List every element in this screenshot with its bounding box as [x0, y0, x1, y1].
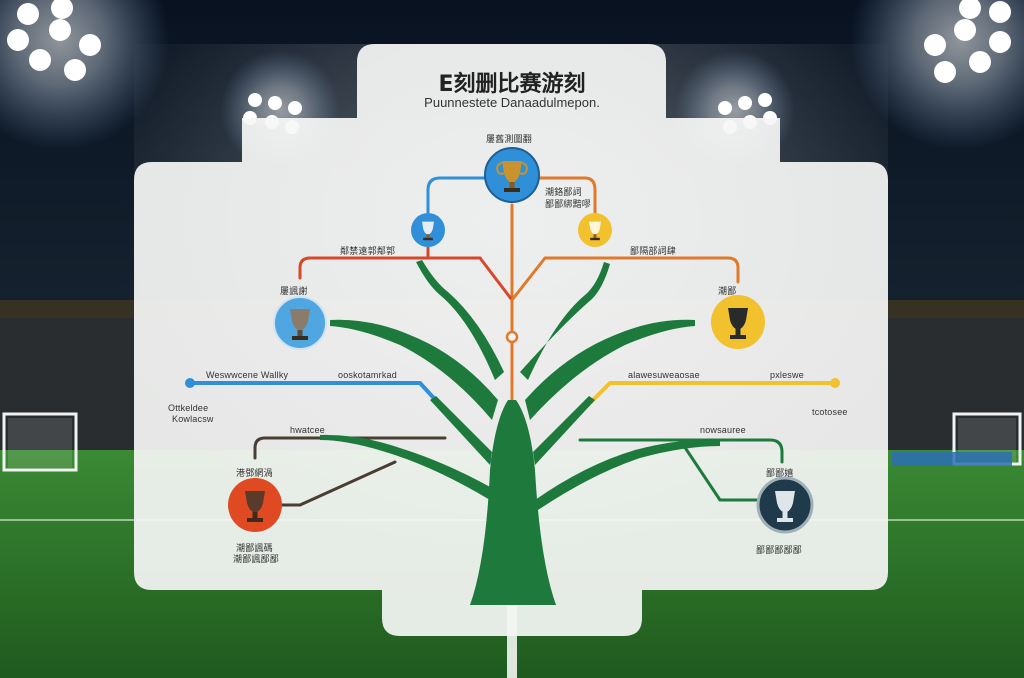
green-right-lower [678, 438, 762, 502]
bottom-right-sub: 鄙鄙鄙鄙鄙 [756, 545, 803, 555]
quarter-right-trophy-node[interactable] [711, 295, 765, 349]
floodlight-bulb [954, 19, 976, 41]
semi-left-trophy-node[interactable] [411, 213, 445, 247]
quarter-left-trophy-node[interactable] [273, 296, 327, 350]
lower-right-branch-label: nowsauree [700, 425, 746, 435]
left-goal [2, 412, 78, 472]
semi-right-label-1: 潮鉻鄙詞 [545, 187, 582, 197]
left-small-label: Ottkeldee [168, 403, 209, 413]
trophy-icon [422, 221, 434, 241]
floodlight-bulb [64, 59, 86, 81]
floodlight-bulb [7, 29, 29, 51]
page-title: E刻删比赛游刻 [438, 72, 586, 97]
semi-right-label-2: 鄙鄙綁黯嘐 [545, 199, 592, 209]
left-small-label-2: Kowlacsw [172, 414, 214, 424]
floodlight-bulb [969, 51, 991, 73]
trophy-icon [589, 221, 601, 241]
right-far-label: pxleswe [770, 370, 804, 380]
bottom-right-title: 鄙鄙嬉 [766, 468, 794, 478]
floodlight-bulb [79, 34, 101, 56]
left-branch-label: 鄰禁遠郭鄰郭 [340, 246, 396, 256]
trophy-icon [775, 491, 795, 522]
bottom-left-trophy-node[interactable] [228, 478, 282, 532]
orange-top-line [538, 176, 597, 217]
floodlight-bulb [959, 0, 981, 19]
trophy-icon [496, 161, 528, 192]
final-label: 屢舊測圖翻 [486, 134, 533, 144]
floodlight-glow-left [0, 0, 170, 150]
quarter-right-label: 潮鄙 [718, 286, 737, 296]
floodlight-bulb [989, 31, 1011, 53]
bottom-left-sub-2: 潮鄙諷鄙鄙 [233, 554, 280, 564]
ad-board [892, 452, 1012, 466]
brown-left-top [253, 436, 447, 460]
bracket-tree [320, 260, 720, 605]
floodlight-bulb [29, 49, 51, 71]
floodlight-bulb [989, 1, 1011, 23]
trophy-icon [245, 491, 265, 522]
trophy-icon [728, 308, 748, 339]
right-small-label: tcotosee [812, 407, 848, 417]
yellow-endpoint [830, 378, 840, 388]
green-right-top [578, 438, 784, 464]
final-trophy-node[interactable] [484, 147, 540, 203]
orange-right-line [510, 256, 740, 302]
trophy-icon [290, 309, 310, 340]
brown-left-lower [278, 460, 397, 507]
floodlight-bulb [49, 19, 71, 41]
lower-left-branch-label: hwatcee [290, 425, 325, 435]
floodlight-bulb [934, 61, 956, 83]
blue-top-line [426, 176, 490, 217]
center-node [505, 330, 519, 344]
red-left-top [298, 256, 482, 280]
floodlight-bulb [17, 3, 39, 25]
semi-right-trophy-node[interactable] [578, 213, 612, 247]
right-long-label: alawesuweaosae [628, 370, 700, 380]
floodlight-bulb [924, 34, 946, 56]
bottom-left-sub-1: 潮鄙諷碼 [236, 543, 273, 553]
bottom-right-trophy-node[interactable] [756, 476, 814, 534]
center-left-label: ooskotamrkad [338, 370, 397, 380]
quarter-left-label: 屢諷謝 [280, 286, 308, 296]
right-branch-label: 鄙隔部詞肆 [630, 246, 677, 256]
bottom-left-title: 港鄧網渦 [236, 468, 273, 478]
left-long-label: Weswwcene Wallky [206, 370, 289, 380]
floodlight-bulb [51, 0, 73, 19]
page-subtitle: Puunnestete Danaadulmepon. [424, 95, 600, 110]
blue-endpoint [185, 378, 195, 388]
